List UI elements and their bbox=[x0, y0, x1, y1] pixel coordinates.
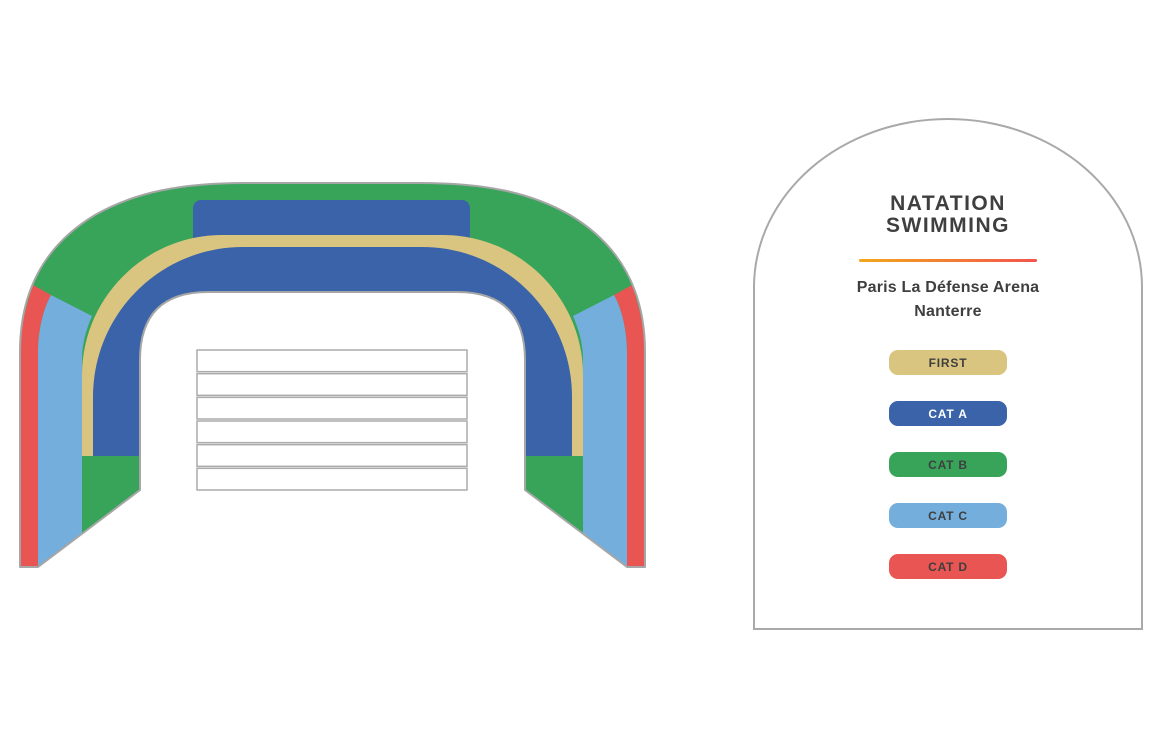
event-title-en: SWIMMING bbox=[886, 214, 1010, 237]
legend-pill-first[interactable]: FIRST bbox=[889, 350, 1007, 375]
legend-pill-cat-b[interactable]: CAT B bbox=[889, 452, 1007, 477]
pool-lane bbox=[196, 349, 468, 373]
legend-divider bbox=[859, 259, 1037, 262]
section-cat-d-left[interactable] bbox=[20, 285, 51, 567]
pool-lane bbox=[196, 467, 468, 491]
section-cat-c-right[interactable] bbox=[573, 295, 627, 567]
section-cat-c-left[interactable] bbox=[38, 295, 92, 567]
legend-pill-cat-d[interactable]: CAT D bbox=[889, 554, 1007, 579]
section-cat-b-lower-right[interactable] bbox=[525, 456, 583, 571]
map-outline bbox=[19, 182, 646, 568]
section-cat-d-right[interactable] bbox=[614, 285, 645, 567]
event-title-fr: NATATION bbox=[890, 192, 1006, 215]
pool-lane bbox=[196, 396, 468, 420]
venue-name: Paris La Défense Arena bbox=[856, 279, 1040, 296]
legend-pill-cat-a[interactable]: CAT A bbox=[889, 401, 1007, 426]
pool-lane bbox=[196, 443, 468, 468]
section-cat-b-lower-left[interactable] bbox=[82, 456, 140, 571]
section-cat-a-upper[interactable] bbox=[193, 200, 470, 245]
legend-card: NATATION SWIMMING Paris La Défense Arena… bbox=[753, 118, 1143, 630]
legend-pill-cat-c[interactable]: CAT C bbox=[889, 503, 1007, 528]
pool-lane bbox=[196, 372, 468, 397]
pool bbox=[196, 349, 468, 491]
venue-city: Nanterre bbox=[914, 303, 982, 320]
venue-map bbox=[19, 182, 646, 571]
pool-lane bbox=[196, 420, 468, 444]
legend-card-content: NATATION SWIMMING Paris La Défense Arena… bbox=[755, 120, 1141, 579]
legend-categories: FIRST CAT A CAT B CAT C CAT D bbox=[755, 350, 1141, 579]
